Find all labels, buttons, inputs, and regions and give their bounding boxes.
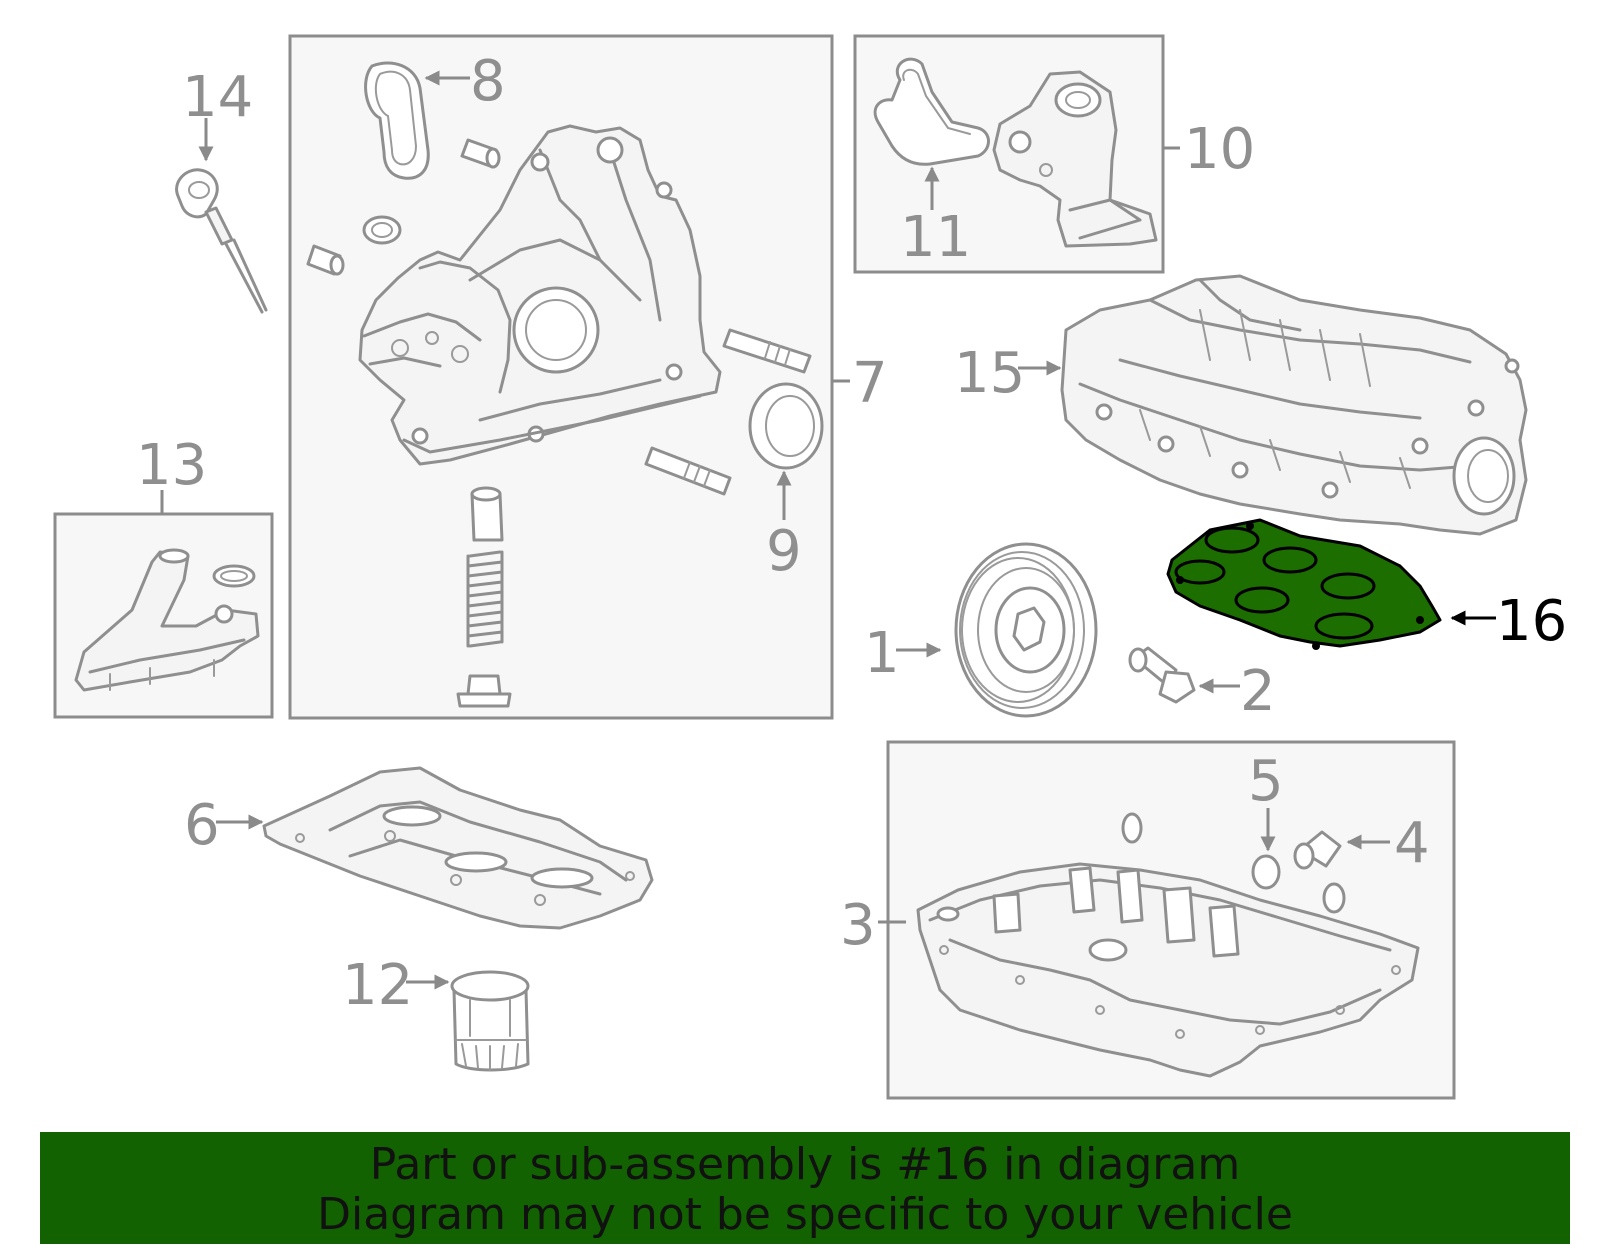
callout-8: 8: [470, 49, 506, 114]
callout-4: 4: [1394, 811, 1430, 876]
callout-1: 1: [864, 621, 900, 686]
callout-3: 3: [840, 893, 876, 958]
parts-diagram: 14 8 7 9 10 11 13 15 16 1 2 5 4 3 6 12: [53, 34, 1567, 1100]
callout-15: 15: [954, 341, 1025, 406]
callout-10: 10: [1184, 117, 1255, 182]
oil-pump-part-7: [358, 124, 722, 466]
callout-6: 6: [184, 793, 220, 858]
callout-5: 5: [1248, 749, 1284, 814]
oil-cooler-housing-part-10: [992, 70, 1158, 248]
bolt-part-2: [1128, 646, 1196, 704]
callout-9: 9: [766, 519, 802, 584]
intake-manifold-part-15: [1060, 274, 1528, 536]
dowel-pins: [306, 138, 501, 276]
oil-strainer-part-13: [74, 548, 260, 692]
callout-13: 13: [136, 433, 207, 498]
baffle-plate-part-6: [262, 766, 654, 930]
callout-12: 12: [342, 953, 413, 1018]
oil-seal-part-9: [748, 382, 824, 470]
gasket-part-8: [364, 61, 430, 180]
banner-line-1: Part or sub-assembly is #16 in diagram: [369, 1139, 1241, 1190]
relief-valve: [456, 486, 512, 708]
callout-16: 16: [1496, 589, 1567, 654]
oil-pan-part-3: [916, 862, 1420, 1078]
dipstick-part-14: [175, 168, 268, 314]
o-rings-and-drain-plug: [1121, 812, 1346, 914]
callout-14: 14: [182, 65, 253, 130]
gasket-part-11: [873, 57, 990, 166]
callout-2: 2: [1240, 659, 1276, 724]
info-banner: Part or sub-assembly is #16 in diagram D…: [40, 1132, 1570, 1244]
callout-7: 7: [852, 351, 888, 416]
oil-filter-part-12: [450, 970, 530, 1072]
studs: [644, 328, 812, 496]
callout-11: 11: [900, 205, 971, 270]
intake-gasket-part-16: [1166, 518, 1442, 650]
banner-line-2: Diagram may not be specific to your vehi…: [317, 1189, 1293, 1240]
leader-lines: [160, 70, 1496, 990]
crank-pulley-part-1: [954, 542, 1098, 718]
